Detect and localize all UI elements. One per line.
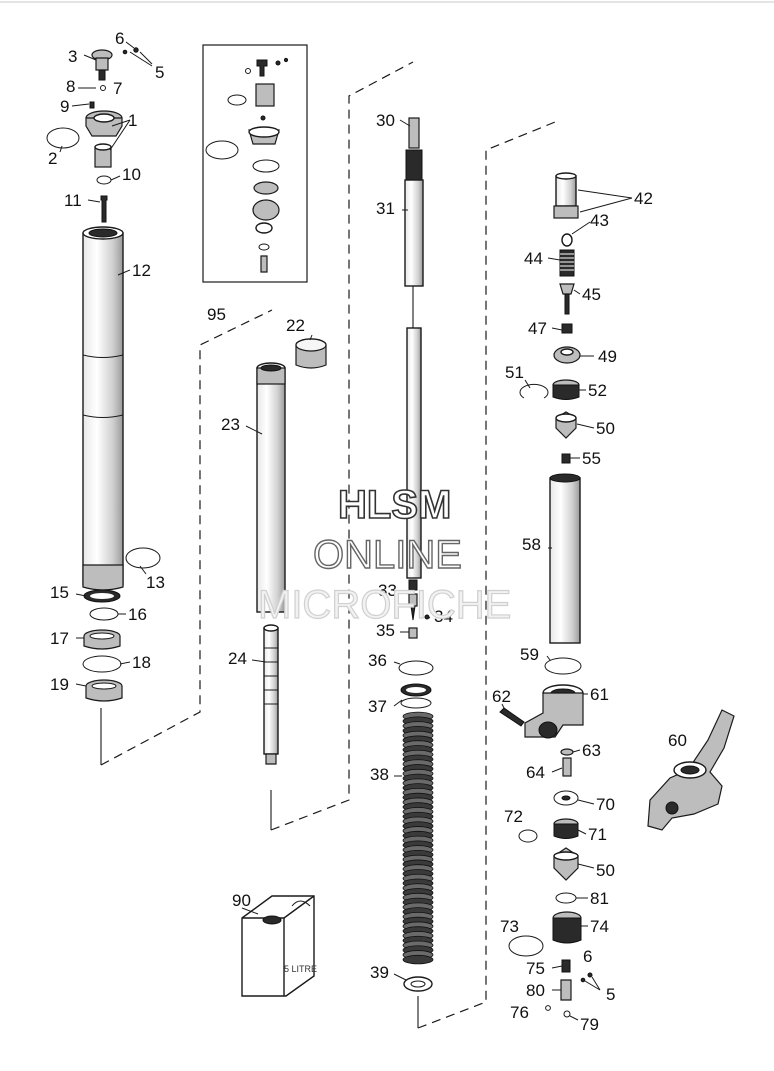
callout-7: 7 <box>113 79 122 98</box>
callout-95: 95 <box>207 305 226 324</box>
callout-62: 62 <box>492 687 511 706</box>
callout-50b: 50 <box>596 861 615 880</box>
callout-71: 71 <box>588 825 607 844</box>
callout-61: 61 <box>590 685 609 704</box>
callout-23: 23 <box>221 415 240 434</box>
callout-5b: 5 <box>606 985 615 1004</box>
callout-47: 47 <box>528 319 547 338</box>
outer-tube-assembly <box>46 47 161 765</box>
callout-8: 8 <box>66 77 75 96</box>
callout-37: 37 <box>368 697 387 716</box>
callout-11: 11 <box>64 191 82 210</box>
callout-60: 60 <box>668 731 687 750</box>
callout-13: 13 <box>146 573 165 592</box>
leader-lines <box>59 41 633 1021</box>
callout-35: 35 <box>376 621 395 640</box>
inset-box-95 <box>202 44 308 283</box>
callout-30: 30 <box>376 111 395 130</box>
callout-80: 80 <box>526 981 545 1000</box>
callout-24: 24 <box>228 649 247 668</box>
callout-19: 19 <box>50 675 69 694</box>
callout-38: 38 <box>370 765 389 784</box>
callout-70: 70 <box>596 795 615 814</box>
callout-labels: 3 6 5 8 7 9 1 2 10 11 12 13 15 16 17 18 … <box>48 29 687 1034</box>
callout-49: 49 <box>598 347 617 366</box>
callout-64: 64 <box>526 763 545 782</box>
callout-31: 31 <box>376 199 395 218</box>
watermark-line3: MICROFICHE <box>258 583 511 627</box>
callout-17: 17 <box>50 629 69 648</box>
callout-10: 10 <box>122 165 141 184</box>
callout-55: 55 <box>582 449 601 468</box>
callout-52: 52 <box>588 381 607 400</box>
callout-50: 50 <box>596 419 615 438</box>
callout-90: 90 <box>232 891 251 910</box>
callout-22: 22 <box>286 316 305 335</box>
callout-51: 51 <box>505 363 524 382</box>
callout-59: 59 <box>520 645 539 664</box>
callout-81: 81 <box>590 889 609 908</box>
callout-63: 63 <box>582 741 601 760</box>
callout-76: 76 <box>510 1003 529 1022</box>
cartridge-assembly <box>499 172 593 1018</box>
callout-79: 79 <box>580 1015 599 1034</box>
callout-72: 72 <box>504 807 523 826</box>
callout-39: 39 <box>370 963 389 982</box>
callout-16: 16 <box>128 605 147 624</box>
can-label: 5 LITRE <box>284 964 317 974</box>
callout-6b: 6 <box>583 947 592 966</box>
watermark: HLSM ONLINE MICROFICHE <box>257 482 512 627</box>
callout-75: 75 <box>526 959 545 978</box>
callout-34: 34 <box>434 607 453 626</box>
callout-42: 42 <box>634 189 653 208</box>
callout-44: 44 <box>524 249 543 268</box>
callout-74: 74 <box>590 917 609 936</box>
callout-3: 3 <box>68 47 77 66</box>
callout-45: 45 <box>582 285 601 304</box>
spring-assembly <box>398 117 434 1028</box>
callout-9: 9 <box>60 97 69 116</box>
callout-18: 18 <box>132 653 151 672</box>
callout-15: 15 <box>50 583 69 602</box>
callout-5: 5 <box>155 63 164 82</box>
callout-36: 36 <box>368 651 387 670</box>
watermark-line2: ONLINE <box>313 533 462 577</box>
inner-tube-assembly <box>256 338 327 830</box>
axle-clamp-60 <box>647 709 735 831</box>
callout-58: 58 <box>522 535 541 554</box>
oil-can-90: 5 LITRE <box>241 895 317 997</box>
callout-33: 33 <box>378 581 397 600</box>
callout-12: 12 <box>132 261 151 280</box>
watermark-line1: HLSM <box>338 483 451 527</box>
callout-73: 73 <box>500 917 519 936</box>
callout-6: 6 <box>115 29 124 48</box>
callout-43: 43 <box>590 211 609 230</box>
callout-2: 2 <box>48 149 57 168</box>
spring-coil <box>402 954 434 965</box>
callout-1: 1 <box>128 111 137 130</box>
